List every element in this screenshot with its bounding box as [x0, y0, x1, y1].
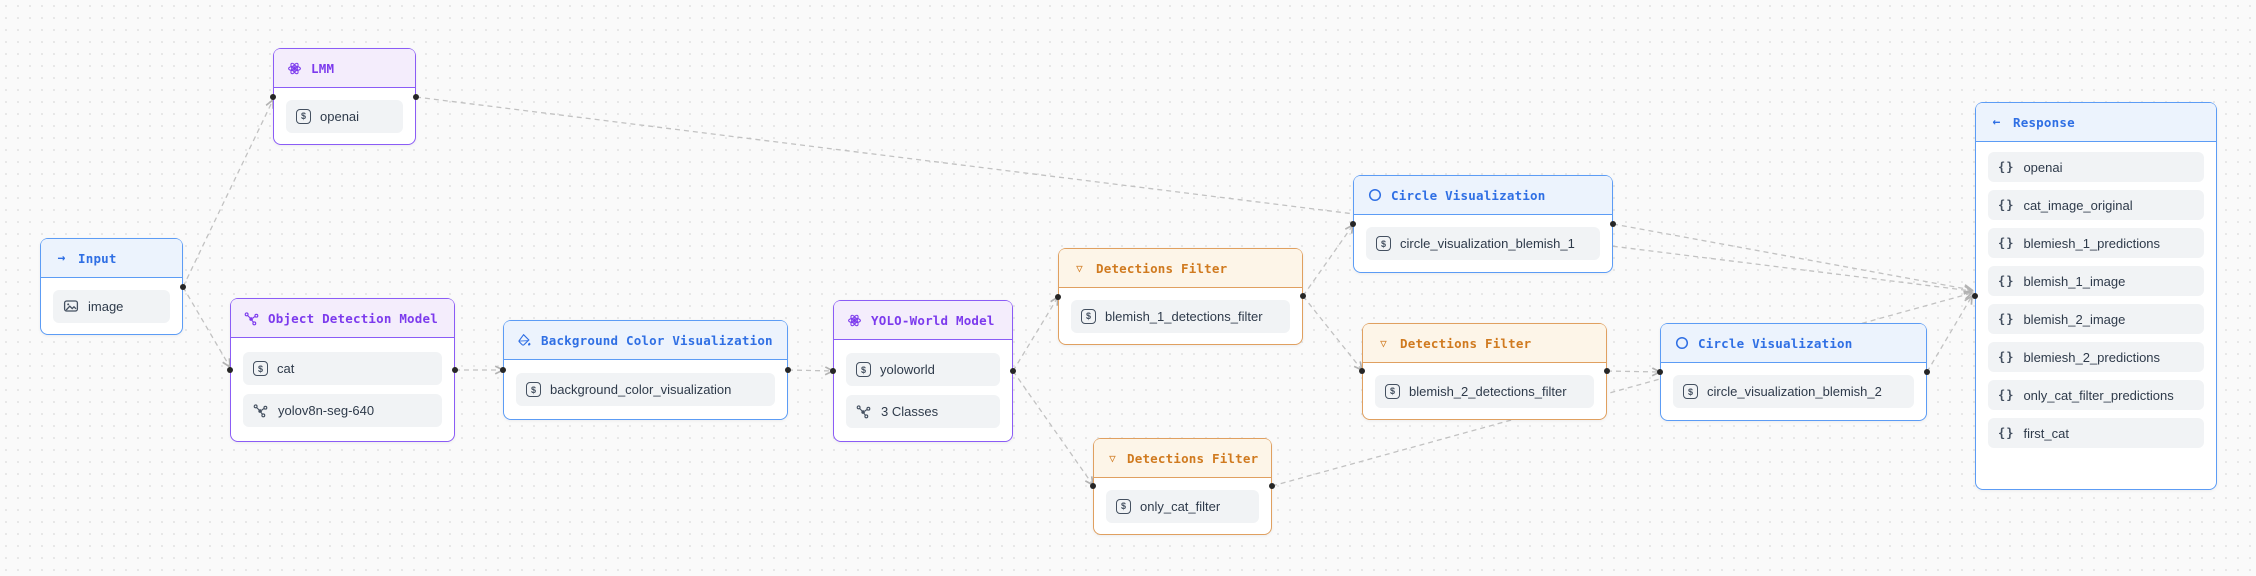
response-item-openai[interactable]: {} openai	[1988, 152, 2204, 182]
node-item-yoloworld[interactable]: $ yoloworld	[846, 353, 1000, 386]
edge-yolo-filter3	[1012, 370, 1093, 485]
node-lmm[interactable]: LMM $ openai	[273, 48, 416, 145]
edge-filter1-circleviz1	[1302, 225, 1353, 297]
node-title: LMM	[311, 60, 335, 76]
node-detections-filter-blemish-1[interactable]: ▽ Detections Filter $ blemish_1_detectio…	[1058, 248, 1303, 345]
node-item-background-color-visualization[interactable]: $ background_color_visualization	[516, 373, 775, 406]
node-title: Response	[2013, 114, 2075, 130]
node-title: Background Color Visualization	[541, 332, 773, 348]
funnel-icon: ▽	[1380, 336, 1387, 350]
funnel-icon: ▽	[1109, 451, 1116, 465]
node-circle-visualization-blemish-1[interactable]: Circle Visualization $ circle_visualizat…	[1353, 175, 1613, 273]
node-item-circle-visualization-blemish-2[interactable]: $ circle_visualization_blemish_2	[1673, 375, 1914, 408]
node-title: Circle Visualization	[1698, 335, 1853, 351]
node-background-color-visualization[interactable]: Background Color Visualization $ backgro…	[503, 320, 788, 420]
node-item-3-classes[interactable]: 3 Classes	[846, 395, 1000, 428]
parameter-icon: $	[1116, 498, 1131, 514]
node-input[interactable]: → Input image	[40, 238, 183, 335]
arrow-right-icon: →	[57, 250, 66, 266]
node-item-image[interactable]: image	[53, 289, 170, 323]
node-title: YOLO-World Model	[871, 312, 995, 328]
response-item-blemiesh-2-predictions[interactable]: {} blemiesh_2_predictions	[1988, 342, 2204, 372]
network-icon	[856, 404, 872, 420]
edge-filter1-filter2	[1302, 295, 1362, 370]
arrow-left-icon: ←	[1992, 114, 2001, 130]
node-item-openai[interactable]: $ openai	[286, 99, 403, 133]
node-title: Detections Filter	[1400, 335, 1532, 351]
parameter-icon: $	[1376, 236, 1391, 251]
response-item-only-cat-filter-predictions[interactable]: {} only_cat_filter_predictions	[1988, 380, 2204, 410]
parameter-icon: $	[1385, 383, 1400, 399]
edge-input-object-detection-model	[182, 286, 230, 367]
circle-icon	[1674, 336, 1689, 351]
parameter-icon: $	[1081, 308, 1096, 324]
node-item-blemish-1-detections-filter[interactable]: $ blemish_1_detections_filter	[1071, 299, 1290, 333]
node-title: Detections Filter	[1096, 260, 1228, 276]
braces-icon: {}	[1998, 198, 2015, 212]
parameter-icon: $	[856, 362, 871, 377]
braces-icon: {}	[1998, 426, 2015, 440]
node-yolo-world-model[interactable]: YOLO-World Model $ yoloworld 3 Classes	[833, 300, 1013, 442]
braces-icon: {}	[1998, 312, 2015, 326]
response-item-blemiesh-1-predictions[interactable]: {} blemiesh_1_predictions	[1988, 228, 2204, 258]
parameter-icon: $	[296, 108, 311, 124]
paint-bucket-icon	[517, 333, 532, 348]
node-item-cat[interactable]: $ cat	[243, 352, 442, 385]
edge-circleviz2-response	[1926, 296, 1972, 373]
braces-icon: {}	[1998, 350, 2015, 364]
node-item-circle-visualization-blemish-1[interactable]: $ circle_visualization_blemish_1	[1366, 227, 1600, 260]
braces-icon: {}	[1998, 236, 2015, 250]
node-title: Object Detection Model	[268, 310, 438, 326]
network-icon	[244, 311, 259, 326]
node-detections-filter-only-cat[interactable]: ▽ Detections Filter $ only_cat_filter	[1093, 438, 1272, 535]
edge-bcv-yolo	[787, 370, 833, 371]
response-item-blemish-1-image[interactable]: {} blemish_1_image	[1988, 266, 2204, 296]
node-title: Detections Filter	[1127, 450, 1259, 466]
atom-icon	[287, 61, 302, 76]
braces-icon: {}	[1998, 388, 2015, 402]
image-icon	[63, 298, 79, 314]
node-item-yolov8n-seg-640[interactable]: yolov8n-seg-640	[243, 394, 442, 427]
braces-icon: {}	[1998, 160, 2015, 174]
response-item-blemish-2-image[interactable]: {} blemish_2_image	[1988, 304, 2204, 334]
node-detections-filter-blemish-2[interactable]: ▽ Detections Filter $ blemish_2_detectio…	[1362, 323, 1607, 420]
edge-yolo-filter1	[1012, 297, 1058, 372]
network-icon	[253, 403, 269, 419]
node-object-detection-model[interactable]: Object Detection Model $ cat yolov8n-seg…	[230, 298, 455, 442]
edge-lmm-response	[415, 96, 1972, 291]
edge-circleviz1-response	[1612, 223, 1972, 290]
edge-filter2-circleviz2	[1606, 371, 1660, 372]
node-title: Input	[78, 250, 117, 266]
node-circle-visualization-blemish-2[interactable]: Circle Visualization $ circle_visualizat…	[1660, 323, 1927, 421]
node-item-blemish-2-detections-filter[interactable]: $ blemish_2_detections_filter	[1375, 374, 1594, 408]
atom-icon	[847, 313, 862, 328]
parameter-icon: $	[253, 361, 268, 376]
edge-input-lmm	[182, 100, 273, 288]
response-item-first-cat[interactable]: {} first_cat	[1988, 418, 2204, 448]
node-title: Circle Visualization	[1391, 187, 1546, 203]
parameter-icon: $	[1683, 384, 1698, 399]
circle-icon	[1367, 188, 1382, 203]
response-item-cat-image-original[interactable]: {} cat_image_original	[1988, 190, 2204, 220]
braces-icon: {}	[1998, 274, 2015, 288]
node-item-only-cat-filter[interactable]: $ only_cat_filter	[1106, 489, 1259, 523]
node-response[interactable]: ← Response {} openai {} cat_image_origin…	[1975, 102, 2217, 490]
funnel-icon: ▽	[1076, 261, 1083, 275]
parameter-icon: $	[526, 382, 541, 397]
